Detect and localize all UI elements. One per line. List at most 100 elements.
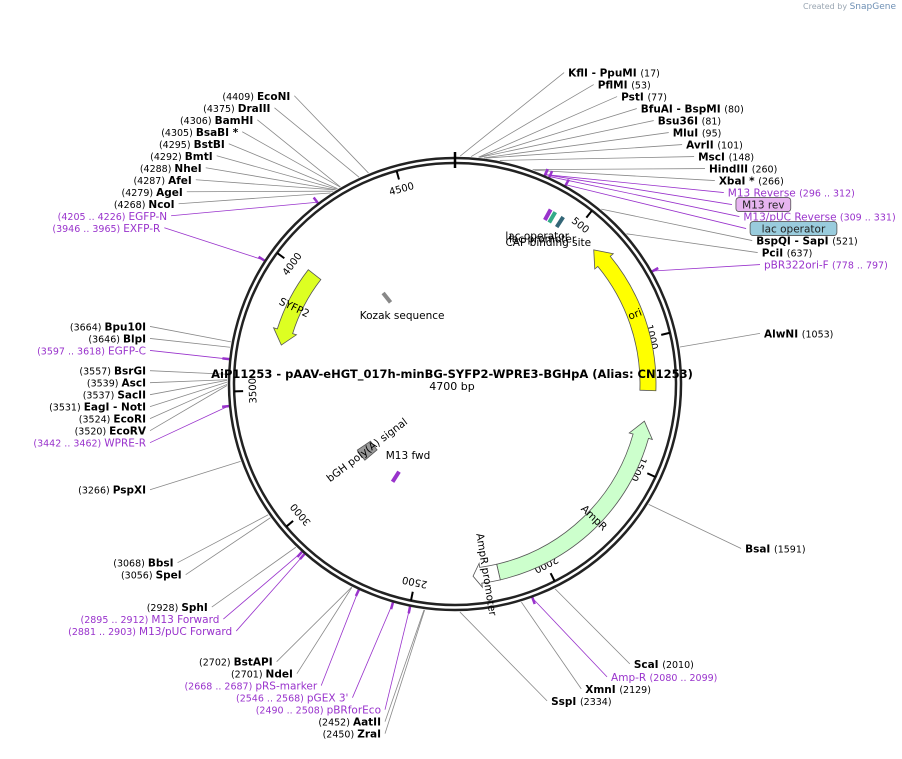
primer-name: (2546 .. 2568) pGEX 3' bbox=[236, 693, 348, 705]
enzyme-name: PflMI (53) bbox=[598, 80, 651, 92]
label-name: BfuAI bbox=[641, 104, 677, 116]
label-name: PciI bbox=[762, 248, 787, 260]
label-pos: (296 .. 312) bbox=[799, 189, 855, 200]
enzyme-leader bbox=[479, 108, 637, 158]
label-pos: (3664) bbox=[70, 322, 105, 333]
enzyme-leader bbox=[242, 131, 341, 188]
label-name: EcoNI bbox=[257, 91, 290, 103]
enzyme-label: (4409) EcoNI bbox=[222, 91, 290, 103]
label-name: M13 Reverse bbox=[728, 188, 799, 200]
enzyme-name: BspQI - SapI (521) bbox=[756, 236, 858, 248]
primer-label: M13 Reverse (296 .. 312) bbox=[728, 188, 855, 200]
enzyme-leader bbox=[384, 609, 425, 734]
primer-leader bbox=[545, 174, 733, 205]
label-name: Bsu36I bbox=[658, 116, 702, 128]
label-pos: (3946 .. 3965) bbox=[52, 224, 123, 235]
enzyme-name: PstI (77) bbox=[621, 92, 667, 104]
primer-name: (3946 .. 3965) EXFP-R bbox=[52, 223, 160, 235]
site-labels: KflI - PpuMI (17) PflMI (53) PstI (77) B… bbox=[33, 68, 895, 741]
enzyme-label: HindIII (260) bbox=[709, 164, 777, 176]
label-pos: (3531) bbox=[49, 403, 84, 414]
enzyme-name: (3537) SacII bbox=[83, 390, 146, 402]
enzyme-leader bbox=[554, 588, 631, 665]
primer-name: (2881 .. 2903) M13/pUC Forward bbox=[68, 626, 232, 638]
primer-label: (4205 .. 4226) EGFP-N bbox=[58, 211, 167, 223]
label-pos: (101) bbox=[717, 141, 743, 152]
label-pos: (3537) bbox=[83, 391, 118, 402]
label-name: AatII bbox=[353, 717, 381, 729]
label-name: BlpI bbox=[123, 333, 146, 345]
primer-name: M13 Reverse (296 .. 312) bbox=[728, 188, 855, 200]
label-name: NdeI bbox=[266, 669, 293, 681]
enzyme-label: AvrII (101) bbox=[686, 140, 743, 152]
label-pos: (2701) bbox=[231, 670, 266, 681]
primer-label: (3597 .. 3618) EGFP-C bbox=[37, 345, 146, 357]
label-name: AgeI bbox=[156, 187, 183, 199]
label-name: EGFP-N bbox=[129, 211, 168, 223]
enzyme-name: (2701) NdeI bbox=[231, 669, 293, 681]
enzyme-name: (4409) EcoNI bbox=[222, 91, 290, 103]
enzyme-leader bbox=[479, 120, 654, 158]
label-pos: (2452) bbox=[318, 718, 353, 729]
label-pos: (81) bbox=[702, 117, 722, 128]
enzyme-label: (3524) EcoRI bbox=[79, 414, 146, 426]
label-pos: (4375) bbox=[203, 104, 238, 115]
enzyme-leader bbox=[648, 504, 742, 549]
label-pos: (4287) bbox=[133, 176, 168, 187]
enzyme-leader bbox=[149, 338, 231, 348]
enzyme-leader bbox=[228, 143, 338, 189]
enzyme-name: AvrII (101) bbox=[686, 140, 743, 152]
primer-name: pBR322ori-F (778 .. 797) bbox=[764, 260, 888, 272]
enzyme-name: HindIII (260) bbox=[709, 164, 777, 176]
label-name: ScaI bbox=[634, 659, 662, 671]
primer-name: (2895 .. 2912) M13 Forward bbox=[81, 614, 220, 626]
enzyme-name: (4287) AfeI bbox=[133, 175, 191, 187]
label-name: Bpu10I bbox=[104, 321, 146, 333]
label-name: pGEX 3' bbox=[307, 693, 349, 705]
label-name: pBRforEco bbox=[327, 705, 381, 717]
label-pos: (80) bbox=[724, 105, 744, 116]
label-name: M13/pUC Forward bbox=[139, 626, 232, 638]
label-extra: - NotI bbox=[113, 402, 146, 414]
enzyme-label: (3068) BbsI bbox=[113, 558, 173, 570]
enzyme-name: (2928) SphI bbox=[147, 602, 208, 614]
enzyme-leader bbox=[459, 611, 548, 702]
primer-leader bbox=[532, 598, 608, 678]
primer-leader bbox=[545, 174, 724, 193]
enzyme-name: (3068) BbsI bbox=[113, 558, 173, 570]
label-pos: (4305) bbox=[161, 128, 196, 139]
tick-label: 3000 bbox=[289, 501, 314, 528]
enzyme-leader bbox=[483, 132, 669, 159]
enzyme-label: BsaI (1591) bbox=[745, 543, 806, 555]
enzyme-label: (4306) BamHI bbox=[180, 115, 253, 127]
enzyme-leader bbox=[470, 84, 594, 157]
primer-site-mark bbox=[563, 178, 570, 188]
label-name: EcoRI bbox=[113, 414, 146, 426]
enzyme-leader bbox=[177, 514, 269, 564]
label-name: KflI bbox=[568, 68, 591, 80]
label-box bbox=[735, 197, 792, 212]
backbone bbox=[227, 152, 683, 612]
enzyme-leader bbox=[276, 586, 352, 662]
enzyme-label: (3557) BsrGI bbox=[79, 366, 146, 378]
tick-mark bbox=[646, 472, 656, 478]
enzyme-label: (3539) AscI bbox=[87, 378, 146, 390]
label-name: NheI bbox=[174, 163, 201, 175]
enzyme-label: (4287) AfeI bbox=[133, 175, 191, 187]
enzyme-name: BsaI (1591) bbox=[745, 543, 806, 555]
enzyme-name: (4305) BsaBI * bbox=[161, 127, 239, 139]
label-pos: (1053) bbox=[802, 329, 834, 340]
enzyme-leader bbox=[485, 144, 683, 159]
label-pos: (4409) bbox=[222, 92, 257, 103]
primer-leader bbox=[149, 350, 229, 360]
label-pos: (2490 .. 2508) bbox=[256, 706, 327, 717]
enzyme-name: (4292) BmtI bbox=[150, 151, 212, 163]
enzyme-leader bbox=[205, 167, 336, 191]
label-name: pBR322ori-F bbox=[764, 260, 832, 272]
primer-leader bbox=[352, 603, 394, 698]
enzyme-label: (3664) Bpu10I bbox=[70, 321, 146, 333]
label-name: BmtI bbox=[185, 151, 213, 163]
enzyme-label: Bsu36I (81) bbox=[658, 116, 721, 128]
primer-name: (3442 .. 3462) WPRE-R bbox=[33, 438, 146, 450]
enzyme-leader bbox=[478, 96, 618, 158]
